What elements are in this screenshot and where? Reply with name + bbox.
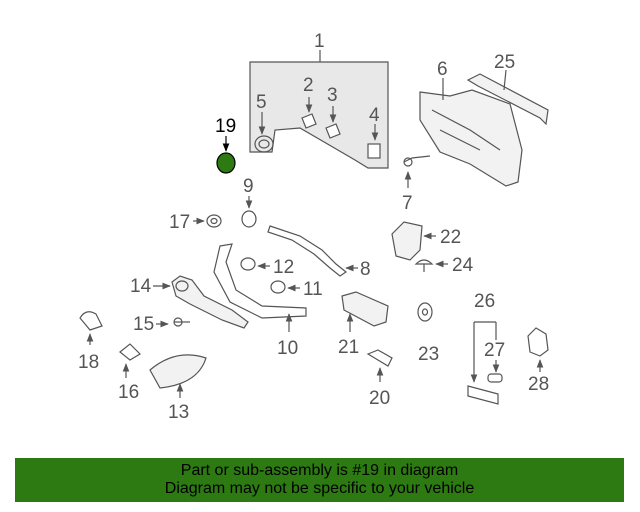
part-24-clip bbox=[414, 259, 448, 272]
part-11-ring bbox=[270, 280, 300, 294]
callout-11: 11 bbox=[303, 279, 323, 300]
callout-23: 23 bbox=[418, 344, 439, 365]
part-17-grommet bbox=[193, 214, 222, 228]
callout-27: 27 bbox=[484, 340, 505, 361]
part-19-seal bbox=[216, 136, 236, 174]
part-14-handle bbox=[153, 275, 249, 329]
callout-18: 18 bbox=[78, 352, 99, 373]
callout-labels: 1 2 3 4 5 6 7 8 9 10 11 12 13 14 15 16 1… bbox=[78, 31, 549, 423]
part-15-screw bbox=[156, 317, 190, 328]
callout-10: 10 bbox=[277, 338, 298, 359]
part-9-ring bbox=[241, 196, 257, 228]
notice-line-2: Diagram may not be specific to your vehi… bbox=[164, 480, 475, 497]
callout-17: 17 bbox=[169, 212, 190, 233]
callout-3: 3 bbox=[327, 85, 338, 106]
part-21-bracket bbox=[341, 291, 389, 332]
callout-5: 5 bbox=[256, 92, 267, 113]
part-28-actuator bbox=[527, 327, 549, 372]
callout-14: 14 bbox=[130, 276, 152, 297]
part-8-trim-strip bbox=[267, 225, 358, 277]
part-6-liner bbox=[419, 78, 523, 187]
part-2-clip bbox=[301, 97, 317, 129]
part-26-lamp bbox=[467, 321, 499, 405]
part-13-cover bbox=[149, 354, 207, 398]
callout-4: 4 bbox=[369, 105, 380, 126]
callout-16: 16 bbox=[118, 382, 139, 403]
callout-21: 21 bbox=[338, 337, 359, 358]
callout-20: 20 bbox=[369, 388, 390, 409]
callout-9: 9 bbox=[243, 176, 254, 197]
callout-12: 12 bbox=[273, 257, 294, 278]
callout-15: 15 bbox=[133, 314, 154, 335]
callout-7: 7 bbox=[402, 193, 413, 214]
part-18-cap bbox=[79, 311, 103, 345]
part-1-panel bbox=[249, 50, 389, 169]
part-27-bulb bbox=[487, 360, 503, 383]
callout-25: 25 bbox=[494, 52, 515, 73]
part-12-washer bbox=[240, 257, 270, 271]
callout-22: 22 bbox=[440, 227, 461, 248]
part-7-bolt bbox=[403, 155, 431, 188]
callout-2: 2 bbox=[303, 75, 314, 96]
callout-6: 6 bbox=[437, 59, 448, 80]
part-10-molding bbox=[213, 243, 307, 332]
callout-28: 28 bbox=[528, 374, 549, 395]
callout-8: 8 bbox=[360, 259, 371, 280]
notice-line-1: Part or sub-assembly is #19 in diagram bbox=[180, 462, 459, 479]
part-4-spacer bbox=[367, 124, 381, 159]
diagram-notice-banner: Part or sub-assembly is #19 in diagram D… bbox=[15, 458, 624, 502]
callout-1: 1 bbox=[314, 31, 325, 52]
parts-diagram: 1 2 3 4 5 6 7 8 9 10 11 12 13 14 15 16 1… bbox=[78, 31, 549, 423]
callout-24: 24 bbox=[452, 255, 474, 276]
callout-19: 19 bbox=[215, 116, 236, 137]
part-3-clip bbox=[325, 106, 341, 139]
callout-26: 26 bbox=[474, 291, 495, 312]
part-23-washer bbox=[417, 302, 433, 322]
part-5-grommet bbox=[254, 112, 274, 153]
part-20-clip bbox=[366, 349, 393, 382]
part-25-strip bbox=[466, 69, 549, 126]
callout-13: 13 bbox=[168, 402, 189, 423]
part-16-clip bbox=[119, 343, 141, 378]
part-22-latch bbox=[391, 221, 436, 261]
